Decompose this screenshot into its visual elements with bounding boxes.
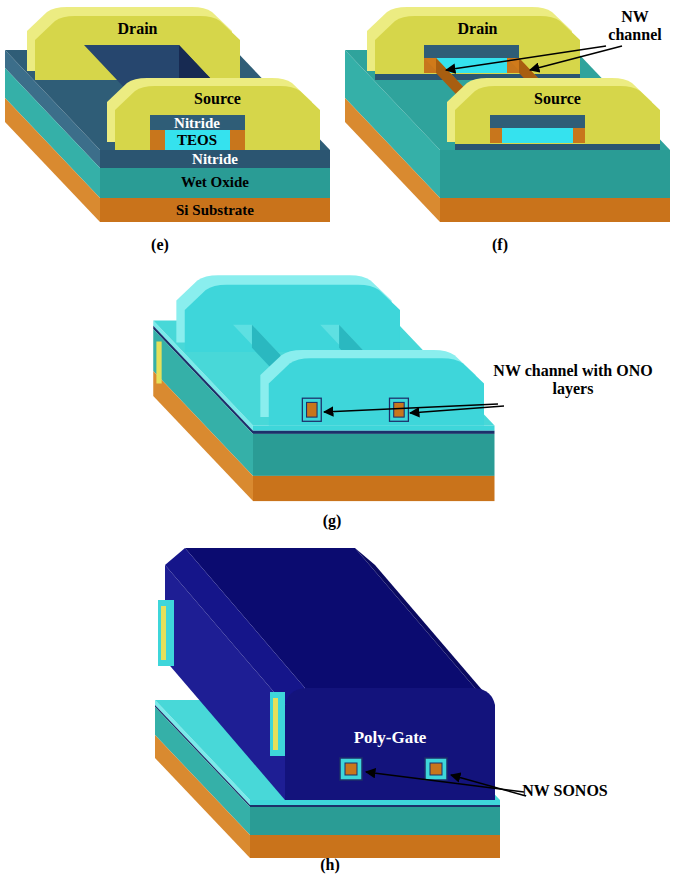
substrate-layer [440,198,670,222]
nitride-layer [250,805,500,807]
si-sidewall [230,130,245,150]
poly-edge [156,342,161,384]
drain-pad-front [185,285,400,352]
nitride-cap [424,45,519,58]
source-pad-front [115,86,320,150]
ono-shell [425,758,447,780]
gate-front-face [285,688,495,800]
nanowire-core [394,402,405,417]
drain-pad: Drain [35,20,240,44]
nitride-layer [253,431,494,434]
source-pad: Source [115,90,320,114]
source-pad-front [455,86,660,150]
source-pad: Source [455,90,660,114]
gate-shoulder [165,548,305,705]
ono-shell [340,758,362,780]
leader-arrow [446,46,606,70]
label-text: Drain [35,20,240,38]
teos-opening [502,128,573,143]
nitride-strip [455,144,660,150]
nitride-cap [490,115,585,128]
label-text: Poly-Gate [290,728,490,748]
ono-layer [253,426,494,431]
ono-shell [390,398,409,421]
ono-shell [302,398,321,421]
oxide-layer [250,807,500,835]
leader-arrow [530,46,622,70]
oxide-layer [440,150,670,198]
drain-pad: Drain [375,20,580,44]
nitride-layer [100,150,330,168]
oxide-layer [253,434,494,476]
poly-gate: Poly-Gate [290,728,490,752]
ono-layer [250,800,500,805]
label-text: Drain [375,20,580,38]
poly-edge [161,606,166,660]
label-text: Source [115,90,320,108]
nanowire-end [490,128,502,143]
nanowire-end [573,128,585,143]
source-pad-front [269,358,484,425]
substrate-layer [100,198,330,222]
pad-post [158,600,174,666]
layer-label: Wet Oxide [150,174,280,191]
nanowire-core [345,763,357,775]
leader-arrow [451,775,526,796]
panel-g [153,275,494,501]
poly-edge [273,698,278,750]
callout-label: NW channel with ONO layers [488,362,658,399]
layer-label: Nitride [147,115,247,132]
callout-label: NW SONOS [505,782,625,800]
panel-letter: (h) [300,856,360,874]
substrate-layer [250,835,500,858]
panel-letter: (e) [130,236,190,254]
layer-label: Nitride [165,151,265,168]
layer-label: TEOS [147,132,247,149]
panel-letter: (f) [470,236,530,254]
layer-label: Si Substrate [140,202,290,219]
oxide-layer [100,168,330,198]
nanowire-core [430,763,442,775]
si-sidewall [150,130,165,150]
panel-letter: (g) [302,512,362,530]
nanowire-core [307,402,318,417]
leader-arrow [410,406,504,413]
panel-h [155,548,500,858]
substrate-layer [253,476,494,501]
drain-pad-front [375,16,580,80]
pad-post [270,692,285,756]
gate-shoulder [355,548,495,705]
label-text: Source [455,90,660,108]
callout-label: NW channel [596,8,674,45]
panel-e [5,7,330,222]
